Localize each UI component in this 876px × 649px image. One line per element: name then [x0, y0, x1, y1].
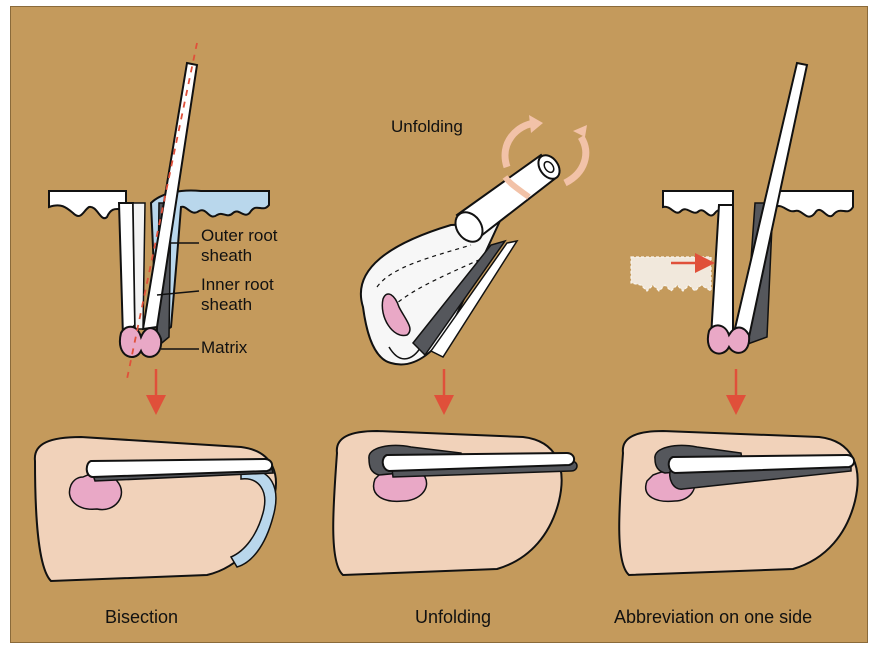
- bisection-specimen: [35, 437, 276, 581]
- abbreviation-result-specimen: [619, 431, 857, 575]
- caption-abbreviation-on-one-side: Abbreviation on one side: [614, 607, 812, 628]
- caption-unfolding: Unfolding: [415, 607, 491, 628]
- diagram-canvas: [11, 7, 869, 644]
- label-inner-root-sheath-line2: sheath: [201, 295, 274, 315]
- unfolding-result-specimen: [333, 431, 577, 575]
- label-outer-root-sheath: Outer root sheath: [201, 226, 278, 265]
- label-inner-root-sheath-line1: Inner root: [201, 275, 274, 295]
- label-unfolding-top: Unfolding: [391, 117, 463, 137]
- label-outer-root-sheath-line1: Outer root: [201, 226, 278, 246]
- abbreviation-follicle: [631, 63, 853, 354]
- caption-bisection: Bisection: [105, 607, 178, 628]
- unfolding-specimen: [361, 115, 587, 365]
- bisection-follicle: [49, 43, 269, 379]
- down-arrows: [156, 369, 736, 405]
- label-outer-root-sheath-line2: sheath: [201, 246, 278, 266]
- hair-follicle-biopsy-diagram: Outer root sheath Inner root sheath Matr…: [10, 6, 868, 643]
- label-matrix: Matrix: [201, 338, 247, 358]
- label-inner-root-sheath: Inner root sheath: [201, 275, 274, 314]
